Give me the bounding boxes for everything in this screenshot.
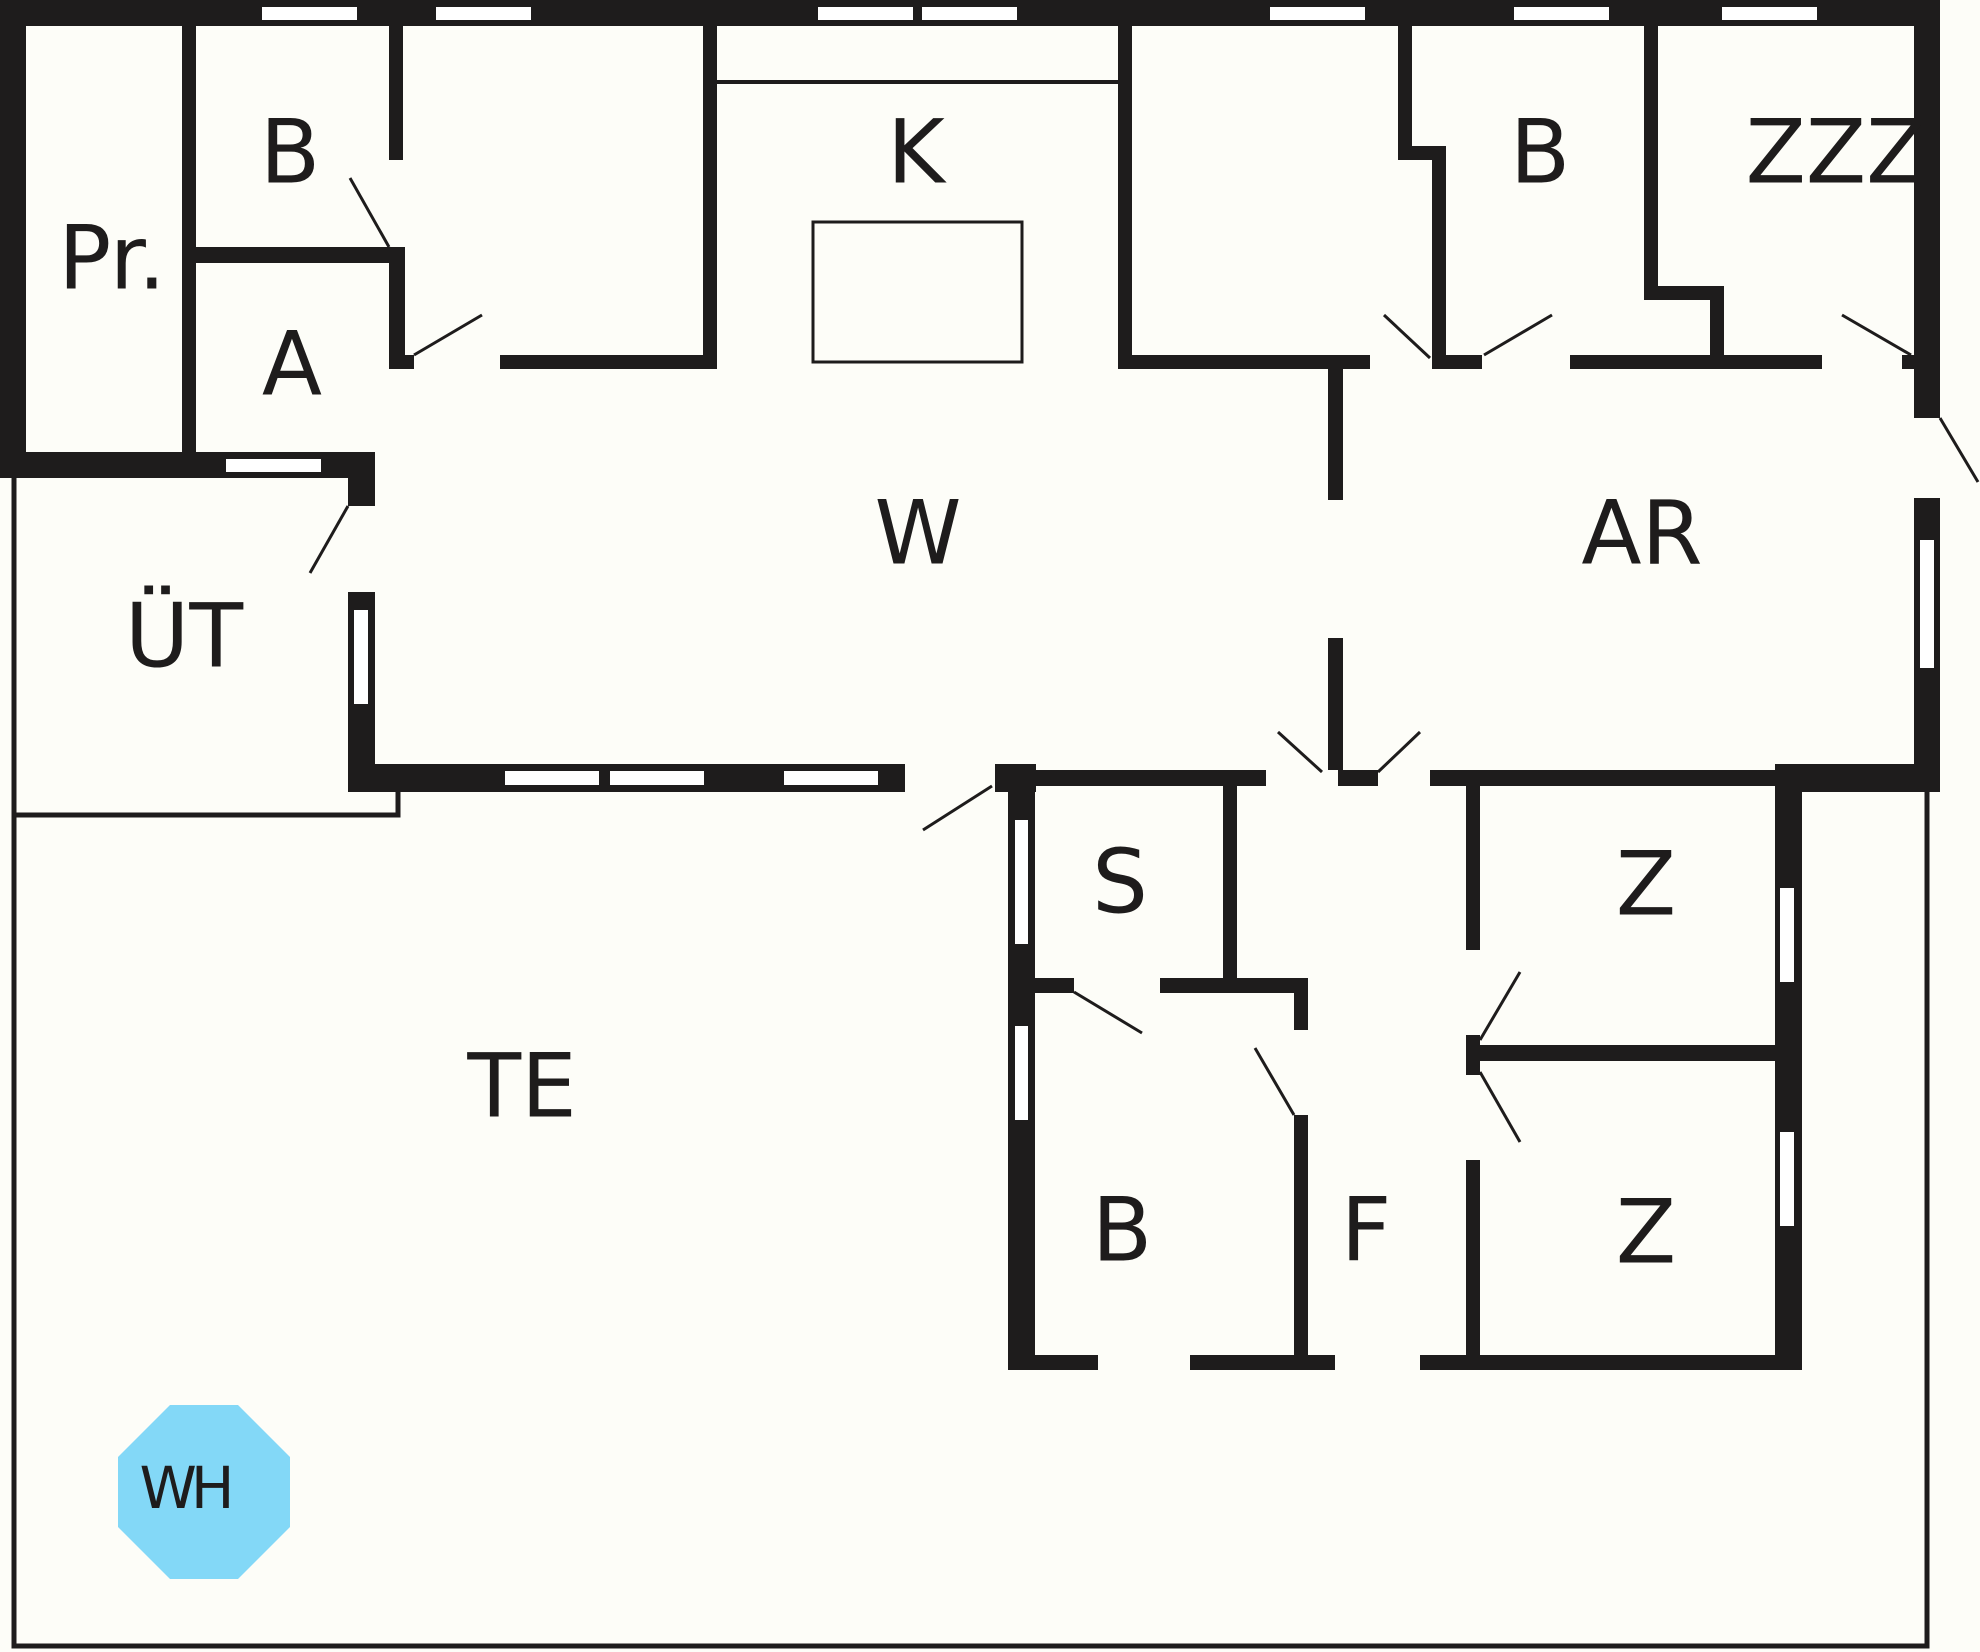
door-swings: [308, 177, 1980, 1143]
walls: [0, 0, 1940, 1370]
room-label-b3: B: [1092, 1179, 1152, 1282]
door-openings: [348, 160, 1940, 1370]
terrace-outline: [11, 478, 1930, 1649]
room-label-zzz: ZZZ: [1746, 101, 1927, 204]
room-label-ar: AR: [1581, 482, 1702, 585]
room-label-b1: B: [260, 101, 320, 204]
room-label-a: A: [262, 313, 322, 416]
room-label-z1: Z: [1616, 833, 1676, 936]
room-label-b2: B: [1510, 101, 1570, 204]
room-label-w: W: [874, 482, 961, 585]
room-label-f: F: [1341, 1179, 1392, 1282]
room-label-z2: Z: [1616, 1181, 1676, 1284]
room-label-pr: Pr.: [58, 207, 166, 310]
whirlpool-icon: WH: [118, 1405, 290, 1579]
whirlpool-label: WH: [140, 1454, 229, 1522]
windows: [226, 7, 1934, 1226]
kitchen-island: [811, 220, 1024, 364]
room-label-s: S: [1092, 831, 1148, 934]
room-label-te: TE: [466, 1035, 576, 1138]
room-label-k: K: [887, 101, 947, 204]
room-label-ut: ÜT: [125, 585, 244, 688]
room-labels: Pr. B A K B ZZZ W AR ÜT TE S B F Z Z: [58, 101, 1926, 1284]
